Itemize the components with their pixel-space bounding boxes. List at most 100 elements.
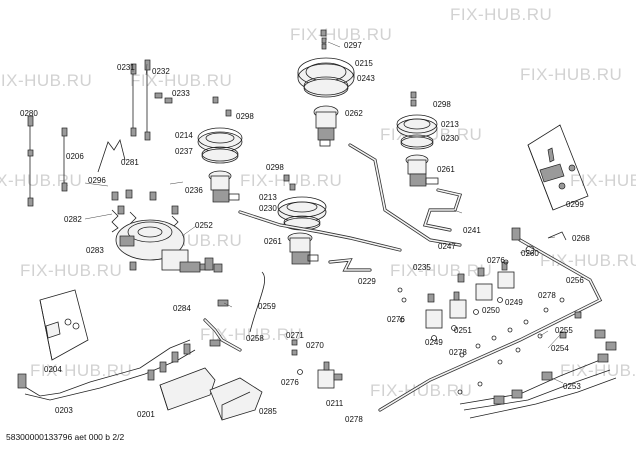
part-label: 0278 [345, 415, 363, 424]
part-label: 0236 [185, 186, 203, 195]
burner-cap-left [197, 96, 243, 164]
part-label: 0271 [286, 331, 304, 340]
leader-lines [84, 41, 564, 384]
watermark: FIX-HUB.RU [520, 65, 622, 84]
part-label: 0284 [173, 304, 191, 313]
part-label: 0213 [259, 193, 277, 202]
part-label: 0251 [454, 326, 472, 335]
part-label: 0285 [259, 407, 277, 416]
part-label: 0297 [344, 41, 362, 50]
part-label: 0278 [449, 348, 467, 357]
part-label: 0215 [355, 59, 373, 68]
part-label: 0201 [137, 410, 155, 419]
watermark: FIX-HUB.RU [130, 71, 232, 90]
note-sheet-right [527, 124, 589, 211]
part-label: 0249 [505, 298, 523, 307]
part-label: 0230 [259, 204, 277, 213]
part-label: 0276 [487, 256, 505, 265]
part-label: 0254 [551, 344, 569, 353]
note-sheet-left [39, 289, 89, 361]
part-label: 0299 [566, 200, 584, 209]
part-label: 0235 [413, 263, 431, 272]
tube-fitting [209, 271, 266, 347]
part-label: 0211 [326, 399, 344, 408]
part-label: 0213 [441, 120, 459, 129]
watermark: FIX-HUB.RU [290, 25, 392, 44]
part-label: 0247 [438, 242, 456, 251]
part-label: 0249 [425, 338, 443, 347]
watermark: FIX-HUB.RU [450, 5, 552, 24]
small-fittings-0270 [291, 339, 303, 375]
burner-cap-right [396, 91, 438, 150]
burner-base-left [208, 170, 240, 203]
connector-series [457, 297, 582, 395]
part-label: 0231 [117, 63, 135, 72]
part-label: 0256 [566, 276, 584, 285]
watermark: FIX-HUB.RU [0, 171, 82, 190]
ignition-module [159, 367, 263, 421]
part-label: 0276 [387, 315, 405, 324]
part-label: 0283 [86, 246, 104, 255]
thermocouple-set [27, 59, 173, 207]
gas-valve-0211 [317, 361, 343, 389]
part-labels: 0297 0215 0243 0262 0231 0232 0233 0298 … [20, 41, 590, 424]
part-label: 0241 [463, 226, 481, 235]
burner-base-center [287, 232, 319, 265]
gas-valve-group [425, 261, 515, 341]
part-label: 0296 [88, 176, 106, 185]
part-label: 0214 [175, 131, 193, 140]
part-label: 0253 [563, 382, 581, 391]
burner-base-large [313, 105, 339, 147]
part-label: 0298 [266, 163, 284, 172]
part-label: 0259 [258, 302, 276, 311]
part-label: 0203 [55, 406, 73, 415]
part-label: 0276 [281, 378, 299, 387]
watermark: FIX-HUB.RU [390, 261, 492, 280]
watermark-layer: FIX-HUB.RU FIX-HUB.RU FIX-HUB.RU FIX-HUB… [0, 5, 636, 400]
gas-tubes [203, 143, 603, 412]
watermark: FIX-HUB.RU [20, 261, 122, 280]
part-label: 0230 [441, 134, 459, 143]
part-label: 0262 [345, 109, 363, 118]
part-label: 0229 [358, 277, 376, 286]
part-label: 0268 [572, 234, 590, 243]
wiring-harness-right [459, 329, 617, 419]
part-label: 0258 [246, 334, 264, 343]
drawing-reference: 58300000133796 aet 000 b 2/2 [6, 432, 124, 442]
watermark: FIX-HUB.RU [570, 171, 636, 190]
part-label: 0298 [236, 112, 254, 121]
part-label: 0261 [264, 237, 282, 246]
watermark: FIX-HUB.RU [560, 361, 636, 380]
wiring-harness-left [17, 339, 196, 401]
part-label: 0243 [357, 74, 375, 83]
part-label: 0237 [175, 147, 193, 156]
burner-base-right [405, 154, 439, 187]
watermark: FIX-HUB.RU [370, 381, 472, 400]
screw [320, 29, 327, 50]
part-label: 0232 [152, 67, 170, 76]
watermark: FIX-HUB.RU [200, 325, 302, 344]
part-label: 0255 [555, 326, 573, 335]
misc-fittings-right [397, 227, 567, 323]
valve-assembly [111, 189, 223, 273]
part-label: 0282 [64, 215, 82, 224]
part-label: 0281 [121, 158, 139, 167]
burner-cap-center [277, 174, 327, 231]
part-label: 0278 [538, 291, 556, 300]
part-label: 0252 [195, 221, 213, 230]
part-label: 0260 [521, 249, 539, 258]
part-label: 0204 [44, 365, 62, 374]
burner-ring-large [303, 76, 349, 98]
part-label: 0233 [172, 89, 190, 98]
part-label: 0270 [306, 341, 324, 350]
part-label: 0261 [437, 165, 455, 174]
watermark: FIX-HUB.RU [240, 171, 342, 190]
watermark: FIX-HUB.RU [30, 361, 132, 380]
part-label: 0298 [433, 100, 451, 109]
part-label: 0206 [66, 152, 84, 161]
part-label: 0250 [482, 306, 500, 315]
watermark: FIX-HUB.RU [0, 71, 92, 90]
part-label: 0280 [20, 109, 38, 118]
